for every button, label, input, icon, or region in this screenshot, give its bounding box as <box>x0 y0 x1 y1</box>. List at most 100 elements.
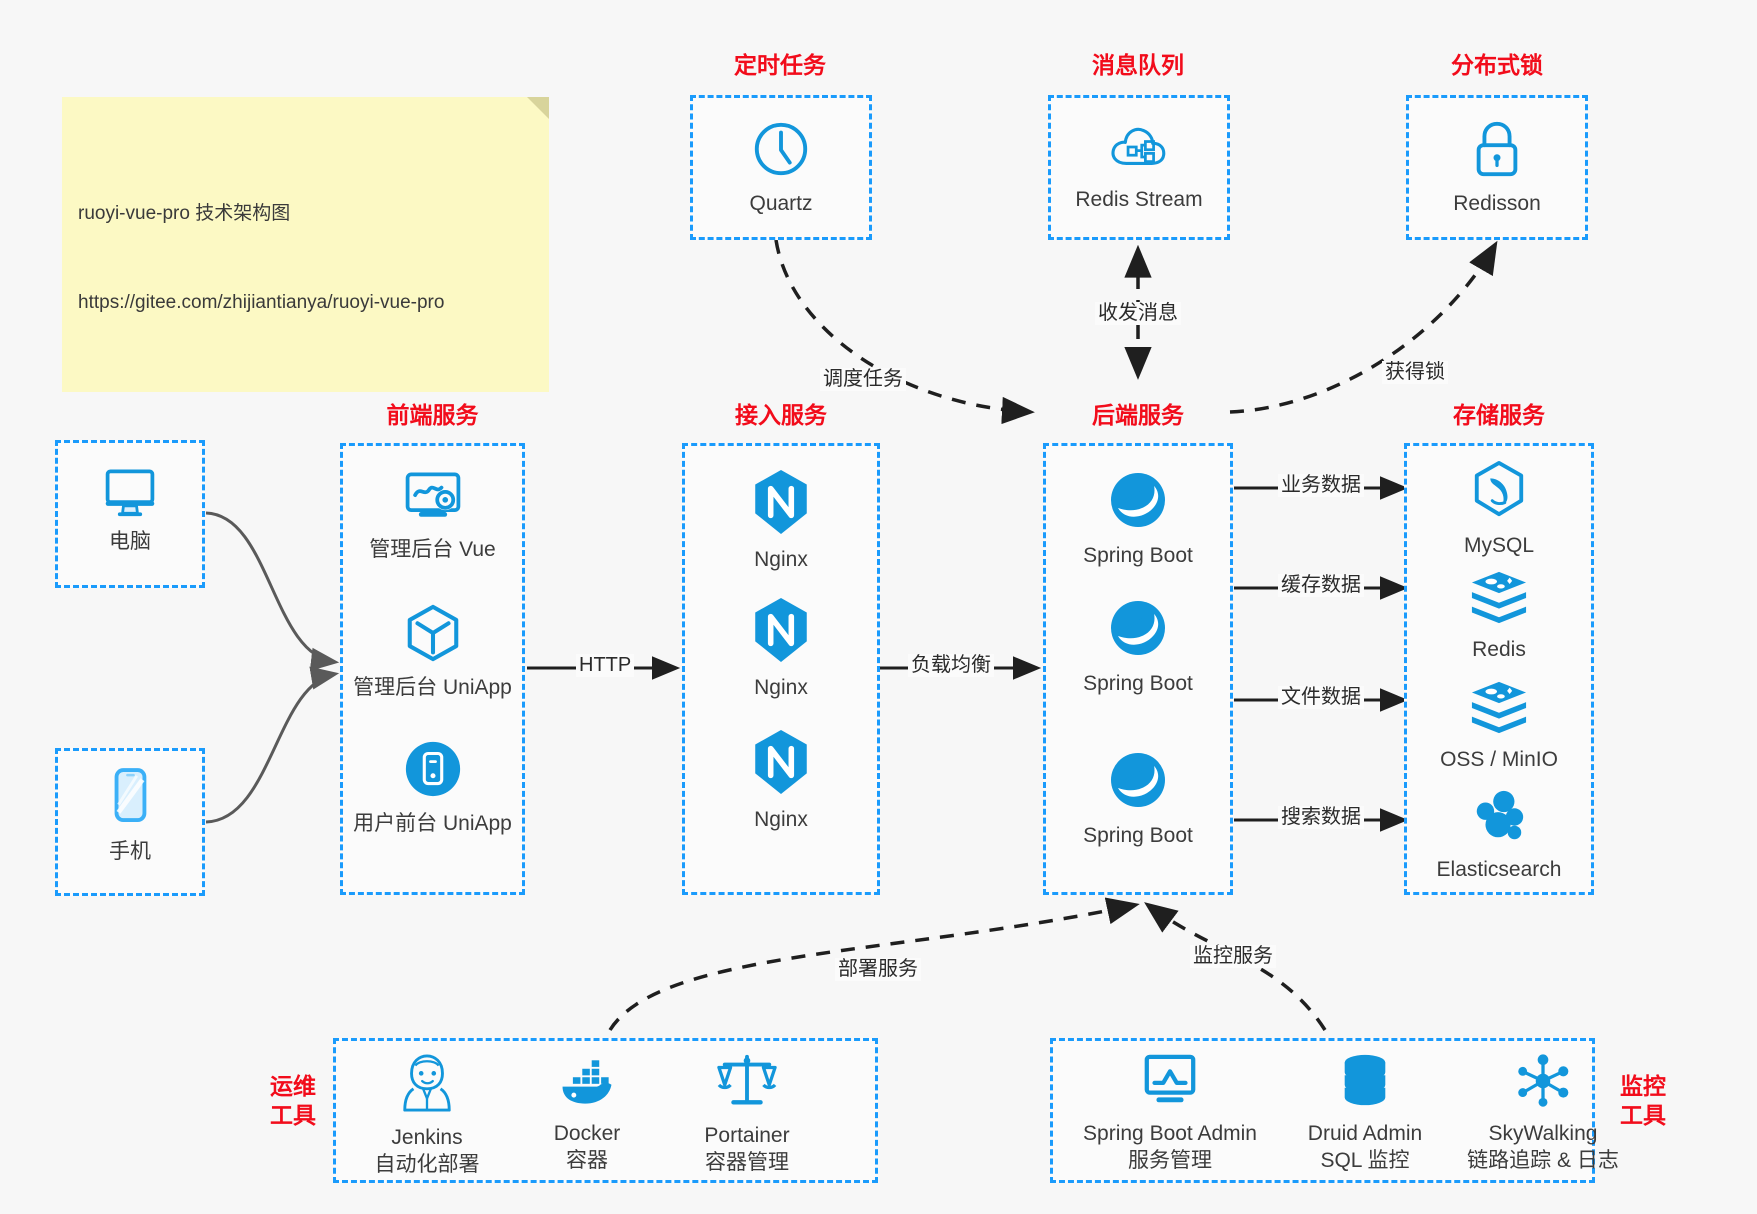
dashboard-gear-icon <box>401 468 465 531</box>
group-title-mq: 消息队列 <box>1092 52 1184 78</box>
cloud-stream-icon <box>1108 118 1170 181</box>
node-springboot-3[interactable]: Spring Boot <box>1048 748 1228 849</box>
diagram-note: ruoyi-vue-pro 技术架构图 https://gitee.com/zh… <box>62 97 549 392</box>
node-label: Redisson <box>1453 192 1541 215</box>
node-label: Spring Boot <box>1083 672 1193 695</box>
node-label: Spring Boot Admin <box>1083 1122 1257 1145</box>
node-springboot-1[interactable]: Spring Boot <box>1048 468 1228 569</box>
node-jenkins[interactable]: Jenkins 自动化部署 <box>352 1052 502 1179</box>
node-sublabel: 链路追踪 & 日志 <box>1467 1149 1619 1173</box>
node-sublabel: 容器 <box>566 1149 608 1173</box>
clock-icon <box>750 118 812 185</box>
node-docker[interactable]: Docker 容器 <box>512 1052 662 1175</box>
note-fold-corner <box>527 97 549 119</box>
group-box-scheduler <box>690 95 872 240</box>
group-title-devops: 运维 工具 <box>258 1072 328 1130</box>
mobile-phone-icon <box>105 766 155 833</box>
node-label: Portainer <box>704 1124 790 1147</box>
skywalking-node-icon <box>1513 1052 1573 1115</box>
node-label: Redis Stream <box>1075 188 1203 211</box>
node-label: 用户前台 UniApp <box>353 812 512 835</box>
node-label: MySQL <box>1463 534 1534 557</box>
node-label: 手机 <box>109 840 151 863</box>
node-label: Spring Boot <box>1083 544 1193 567</box>
edge-label-deploy-service: 部署服务 <box>835 958 921 981</box>
node-spring-boot-admin[interactable]: Spring Boot Admin 服务管理 <box>1060 1052 1280 1175</box>
group-title-devops-line-2: 工具 <box>270 1101 316 1128</box>
scales-icon <box>716 1052 778 1117</box>
edge-label-business-data: 业务数据 <box>1278 474 1364 497</box>
group-title-monitor: 监控 工具 <box>1608 1072 1678 1130</box>
node-sublabel: 服务管理 <box>1128 1149 1212 1173</box>
node-label: Redis <box>1472 638 1526 661</box>
group-title-gateway: 接入服务 <box>735 402 827 428</box>
node-druid-admin[interactable]: Druid Admin SQL 监控 <box>1280 1052 1450 1175</box>
node-label: Quartz <box>749 192 813 215</box>
node-skywalking[interactable]: SkyWalking 链路追踪 & 日志 <box>1448 1052 1638 1175</box>
group-box-frontend <box>340 443 525 895</box>
mysql-dolphin-icon <box>1470 460 1528 527</box>
node-label: SkyWalking <box>1488 1122 1598 1145</box>
group-box-monitor <box>1050 1038 1595 1183</box>
node-label: 电脑 <box>109 530 151 553</box>
spring-leaf-icon <box>1106 468 1170 537</box>
node-elasticsearch[interactable]: Elasticsearch <box>1409 788 1589 883</box>
node-label: 管理后台 UniApp <box>353 676 512 699</box>
elasticsearch-cluster-icon <box>1469 788 1529 851</box>
node-portainer[interactable]: Portainer 容器管理 <box>672 1052 822 1177</box>
node-redis-stream[interactable]: Redis Stream <box>1064 118 1214 213</box>
node-sublabel: 自动化部署 <box>374 1153 480 1177</box>
group-title-monitor-line-2: 工具 <box>1620 1101 1666 1128</box>
lock-icon <box>1468 118 1526 185</box>
group-title-storage: 存储服务 <box>1453 402 1545 428</box>
nginx-hex-icon <box>750 596 812 669</box>
spring-leaf-icon <box>1106 596 1170 665</box>
group-box-mq <box>1048 95 1230 240</box>
group-title-scheduler: 定时任务 <box>734 52 826 78</box>
node-springboot-2[interactable]: Spring Boot <box>1048 596 1228 697</box>
node-label: 管理后台 Vue <box>369 538 496 561</box>
node-redisson[interactable]: Redisson <box>1432 118 1562 217</box>
group-title-lock: 分布式锁 <box>1451 52 1543 78</box>
app-circle-icon <box>402 738 464 805</box>
edge-label-cache-data: 缓存数据 <box>1278 574 1364 597</box>
node-label: Nginx <box>754 676 808 699</box>
node-label: Druid Admin <box>1307 1122 1423 1145</box>
node-pc[interactable]: 电脑 <box>70 462 190 555</box>
node-mysql[interactable]: MySQL <box>1409 460 1589 559</box>
group-title-monitor-line-1: 监控 <box>1620 1073 1666 1099</box>
edge-label-http: HTTP <box>576 654 635 677</box>
node-redis[interactable]: Redis <box>1409 568 1589 663</box>
node-label: Docker <box>553 1122 621 1145</box>
database-icon <box>1336 1052 1394 1115</box>
nginx-hex-icon <box>750 728 812 801</box>
node-label: Nginx <box>754 808 808 831</box>
monitor-chart-icon <box>1139 1052 1201 1115</box>
node-label: OSS / MinIO <box>1440 748 1558 771</box>
node-user-uniapp[interactable]: 用户前台 UniApp <box>345 738 520 837</box>
node-oss-minio[interactable]: OSS / MinIO <box>1409 678 1589 773</box>
node-admin-vue[interactable]: 管理后台 Vue <box>345 468 520 563</box>
node-label: Elasticsearch <box>1436 858 1562 881</box>
edge-label-file-data: 文件数据 <box>1278 686 1364 709</box>
edge-label-acquire-lock: 获得锁 <box>1382 361 1448 384</box>
redis-stack-icon <box>1468 568 1530 631</box>
node-phone[interactable]: 手机 <box>70 766 190 865</box>
node-admin-uniapp[interactable]: 管理后台 UniApp <box>345 602 520 701</box>
edge-label-send-receive-message: 收发消息 <box>1095 302 1181 325</box>
node-label: Spring Boot <box>1083 824 1193 847</box>
node-nginx-3[interactable]: Nginx <box>690 728 872 833</box>
edge-label-search-data: 搜索数据 <box>1278 806 1364 829</box>
node-label: Nginx <box>754 548 808 571</box>
nginx-hex-icon <box>750 468 812 541</box>
edge-label-schedule-task: 调度任务 <box>820 368 906 391</box>
node-quartz[interactable]: Quartz <box>716 118 846 217</box>
spring-leaf-icon <box>1106 748 1170 817</box>
note-line-2: https://gitee.com/zhijiantianya/ruoyi-vu… <box>78 291 445 313</box>
redis-stack-icon <box>1468 678 1530 741</box>
node-nginx-2[interactable]: Nginx <box>690 596 872 701</box>
node-nginx-1[interactable]: Nginx <box>690 468 872 573</box>
group-title-frontend: 前端服务 <box>386 402 479 428</box>
node-sublabel: SQL 监控 <box>1320 1149 1410 1173</box>
